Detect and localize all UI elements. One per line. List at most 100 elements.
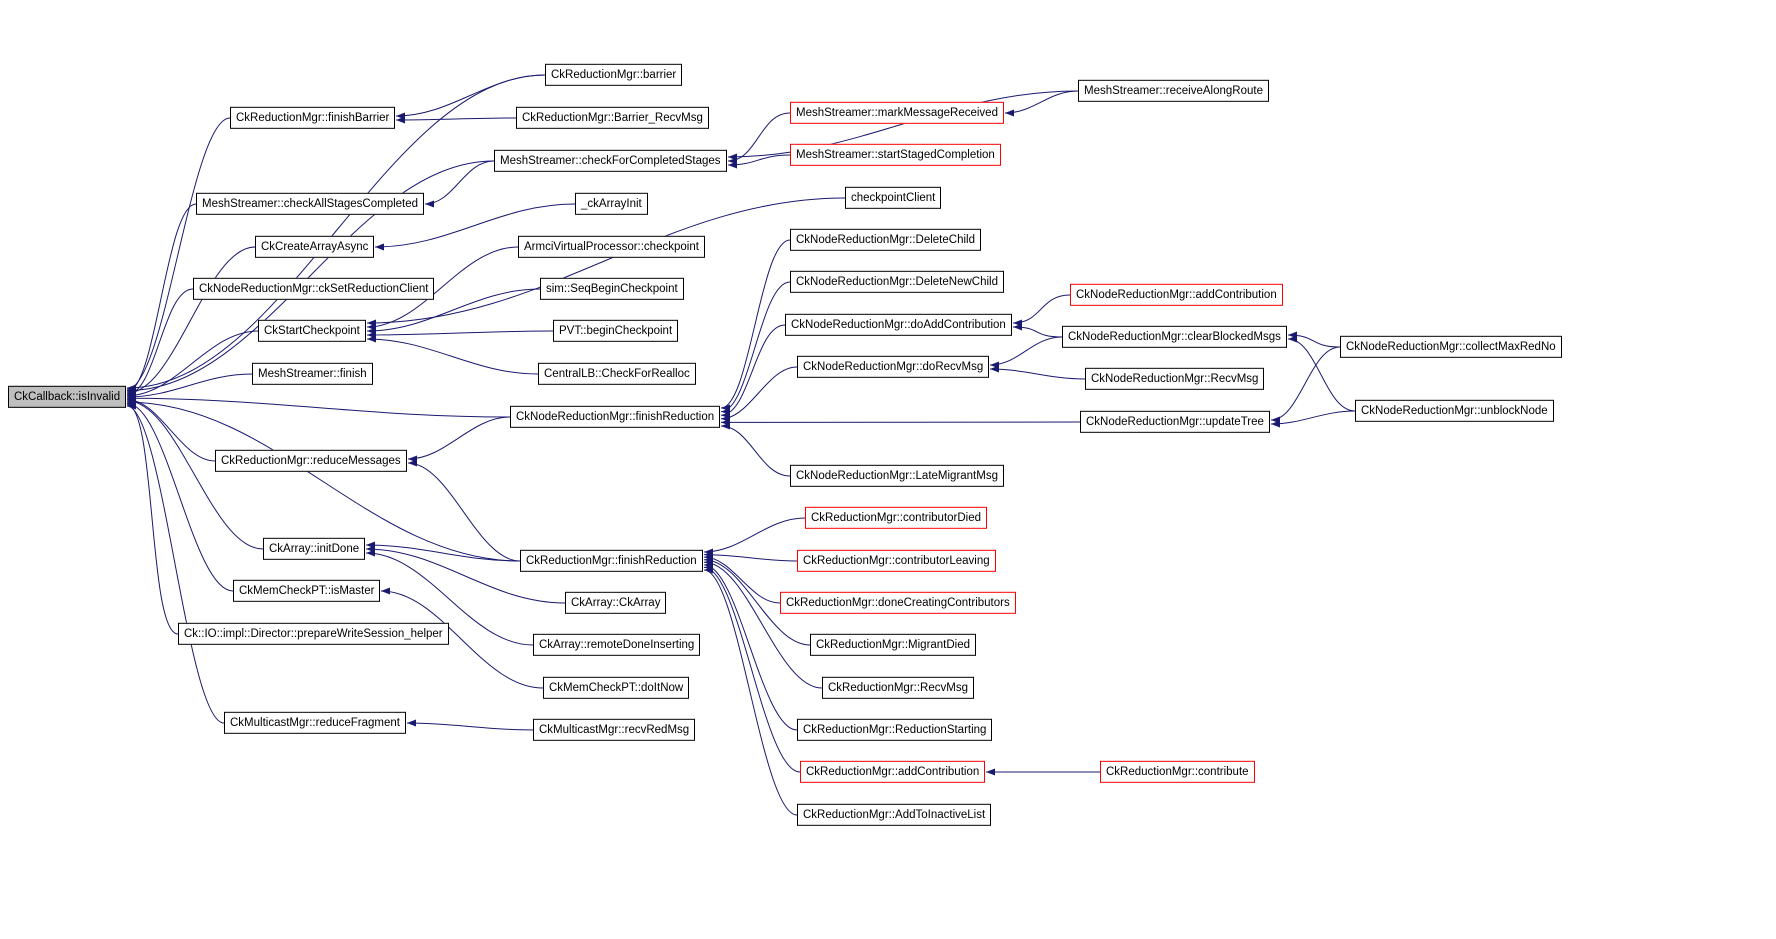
graph-node-redFinishReduction[interactable]: CkReductionMgr::finishReduction	[520, 549, 703, 573]
edge-remoteDone-to-initDone	[365, 549, 534, 646]
edge-barrierRecv-to-finishBarrier	[395, 116, 517, 124]
edge-redRecvMsg-to-redFinishReduction	[703, 558, 823, 689]
graph-node-clearBlocked[interactable]: CkNodeReductionMgr::clearBlockedMsgs	[1062, 325, 1287, 349]
graph-node-armciCheckpoint[interactable]: ArmciVirtualProcessor::checkpoint	[518, 235, 705, 259]
graph-node-markMsg[interactable]: MeshStreamer::markMessageReceived	[790, 101, 1004, 125]
edge-meshFinish-to-isInvalid	[126, 373, 253, 401]
graph-node-contribute[interactable]: CkReductionMgr::contribute	[1100, 760, 1255, 784]
edge-doneCreating-to-redFinishReduction	[703, 553, 781, 604]
graph-node-deleteNewChild[interactable]: CkNodeReductionMgr::DeleteNewChild	[790, 270, 1004, 294]
edge-finishBarrier-to-isInvalid	[126, 117, 231, 393]
edge-doRecvMsg-to-nodeFinishReduction	[720, 366, 798, 423]
edge-barrier-to-finishBarrier	[395, 74, 546, 120]
graph-node-checkpointClient[interactable]: checkpointClient	[845, 186, 942, 210]
edge-createArrayAsync-to-isInvalid	[126, 246, 256, 397]
graph-node-nodeAddContribution[interactable]: CkNodeReductionMgr::addContribution	[1070, 283, 1283, 307]
edge-deleteNewChild-to-nodeFinishReduction	[720, 281, 791, 416]
graph-node-prepareWrite[interactable]: Ck::IO::impl::Director::prepareWriteSess…	[178, 622, 449, 646]
graph-node-finishBarrier[interactable]: CkReductionMgr::finishBarrier	[230, 106, 396, 130]
edge-nodeFinishReduction-to-isInvalid	[126, 394, 511, 418]
edge-redFinishReduction-to-isInvalid	[126, 398, 521, 562]
graph-node-checkAll[interactable]: MeshStreamer::checkAllStagesCompleted	[196, 192, 425, 216]
graph-node-recvRedMsg[interactable]: CkMulticastMgr::recvRedMsg	[533, 718, 696, 742]
graph-node-unblockNode[interactable]: CkNodeReductionMgr::unblockNode	[1355, 399, 1554, 423]
edge-reduceFragment-to-isInvalid	[126, 402, 225, 724]
edge-nodeFinishReduction-to-reduceMessages	[407, 416, 511, 463]
graph-node-barrierRecv[interactable]: CkReductionMgr::Barrier_RecvMsg	[516, 106, 709, 130]
graph-node-ckArrayCtor[interactable]: CkArray::CkArray	[565, 591, 667, 615]
graph-node-isInvalid: CkCallback::isInvalid	[8, 385, 127, 409]
edge-ckArrayInit-to-createArrayAsync	[374, 203, 576, 251]
edge-lateMigrant-to-nodeFinishReduction	[720, 422, 791, 477]
graph-node-nodeRecvMsg[interactable]: CkNodeReductionMgr::RecvMsg	[1085, 367, 1265, 391]
graph-node-ckSetRedClient[interactable]: CkNodeReductionMgr::ckSetReductionClient	[193, 277, 435, 301]
graph-node-checkStages[interactable]: MeshStreamer::checkForCompletedStages	[494, 149, 727, 173]
graph-node-migrantDied[interactable]: CkReductionMgr::MigrantDied	[810, 633, 977, 657]
edge-isMaster-to-isInvalid	[126, 399, 234, 592]
graph-node-addToInactive[interactable]: CkReductionMgr::AddToInactiveList	[797, 803, 992, 827]
edge-nodeRecvMsg-to-doRecvMsg	[989, 365, 1086, 380]
graph-node-contributorDied[interactable]: CkReductionMgr::contributorDied	[805, 506, 988, 530]
graph-node-seqBegin[interactable]: sim::SeqBeginCheckpoint	[540, 277, 684, 301]
graph-node-doAddContribution[interactable]: CkNodeReductionMgr::doAddContribution	[785, 313, 1012, 337]
edge-deleteChild-to-nodeFinishReduction	[720, 239, 791, 412]
graph-node-redRecvMsg[interactable]: CkReductionMgr::RecvMsg	[822, 676, 974, 700]
graph-node-doRecvMsg[interactable]: CkNodeReductionMgr::doRecvMsg	[797, 355, 990, 379]
graph-node-initDone[interactable]: CkArray::initDone	[263, 537, 366, 561]
edge-addToInactive-to-redFinishReduction	[703, 566, 798, 816]
edge-markMsg-to-checkStages	[727, 112, 791, 165]
graph-node-reduceMessages[interactable]: CkReductionMgr::reduceMessages	[215, 449, 407, 473]
edge-reduceMessages-to-isInvalid	[126, 396, 216, 462]
edge-unblockNode-to-clearBlocked	[1287, 335, 1356, 412]
graph-node-deleteChild[interactable]: CkNodeReductionMgr::DeleteChild	[790, 228, 981, 252]
edge-checkForRealloc-to-startCheckpoint	[366, 335, 539, 375]
edge-ckArrayCtor-to-initDone	[365, 545, 566, 604]
edge-doItNow-to-isMaster	[380, 587, 544, 689]
graph-node-pvtBegin[interactable]: PVT::beginCheckpoint	[553, 319, 679, 343]
graph-node-doItNow[interactable]: CkMemCheckPT::doItNow	[543, 676, 690, 700]
edge-initDone-to-isInvalid	[126, 397, 264, 550]
graph-node-reductionStarting[interactable]: CkReductionMgr::ReductionStarting	[797, 718, 993, 742]
graph-node-remoteDone[interactable]: CkArray::remoteDoneInserting	[533, 633, 701, 657]
edge-checkAll-to-isInvalid	[126, 203, 197, 396]
edge-prepareWrite-to-isInvalid	[126, 401, 179, 635]
graph-node-receiveAlong[interactable]: MeshStreamer::receiveAlongRoute	[1078, 79, 1269, 103]
graph-node-meshFinish[interactable]: MeshStreamer::finish	[252, 362, 373, 386]
edge-checkpointClient-to-startCheckpoint	[366, 197, 846, 327]
graph-node-collectMaxRedNo[interactable]: CkNodeReductionMgr::collectMaxRedNo	[1340, 335, 1562, 359]
edge-barrier-to-isInvalid	[126, 74, 546, 392]
edge-unblockNode-to-updateTree	[1270, 410, 1356, 428]
graph-node-nodeFinishReduction[interactable]: CkNodeReductionMgr::finishReduction	[510, 405, 721, 429]
edge-seqBegin-to-startCheckpoint	[366, 288, 541, 335]
edge-recvRedMsg-to-reduceFragment	[406, 719, 534, 731]
graph-node-ckArrayInit[interactable]: _ckArrayInit	[575, 192, 648, 216]
graph-node-startCheckpoint[interactable]: CkStartCheckpoint	[258, 319, 366, 343]
graph-node-barrier[interactable]: CkReductionMgr::barrier	[545, 63, 683, 87]
edge-checkStages-to-checkAll	[424, 160, 495, 208]
edge-contributorLeaving-to-redFinishReduction	[703, 551, 798, 562]
edge-contributorDied-to-redFinishReduction	[703, 517, 806, 556]
graph-node-isMaster[interactable]: CkMemCheckPT::isMaster	[233, 579, 381, 603]
edge-nodeAddContribution-to-doAddContribution	[1012, 294, 1071, 327]
edge-checkStages-to-isInvalid	[126, 160, 495, 395]
edge-migrantDied-to-redFinishReduction	[703, 556, 811, 646]
edge-collectMaxRedNo-to-clearBlocked	[1287, 331, 1341, 348]
edge-doAddContribution-to-nodeFinishReduction	[720, 324, 786, 419]
graph-node-checkForRealloc[interactable]: CentralLB::CheckForRealloc	[538, 362, 696, 386]
graph-node-startStaged[interactable]: MeshStreamer::startStagedCompletion	[790, 143, 1001, 167]
edge-addContribution-to-redFinishReduction	[703, 563, 801, 773]
graph-node-contributorLeaving[interactable]: CkReductionMgr::contributorLeaving	[797, 549, 996, 573]
edge-startStaged-to-checkStages	[727, 154, 791, 169]
edge-clearBlocked-to-doAddContribution	[1012, 323, 1063, 338]
graph-node-lateMigrant[interactable]: CkNodeReductionMgr::LateMigrantMsg	[790, 464, 1004, 488]
edge-ckSetRedClient-to-isInvalid	[126, 288, 194, 398]
graph-node-reduceFragment[interactable]: CkMulticastMgr::reduceFragment	[224, 711, 406, 735]
graph-node-updateTree[interactable]: CkNodeReductionMgr::updateTree	[1080, 410, 1270, 434]
graph-node-createArrayAsync[interactable]: CkCreateArrayAsync	[255, 235, 375, 259]
graph-node-addContribution[interactable]: CkReductionMgr::addContribution	[800, 760, 986, 784]
edge-reductionStarting-to-redFinishReduction	[703, 561, 798, 731]
edge-redFinishReduction-to-initDone	[365, 541, 521, 562]
edge-clearBlocked-to-doRecvMsg	[989, 336, 1063, 369]
graph-node-doneCreating[interactable]: CkReductionMgr::doneCreatingContributors	[780, 591, 1016, 615]
